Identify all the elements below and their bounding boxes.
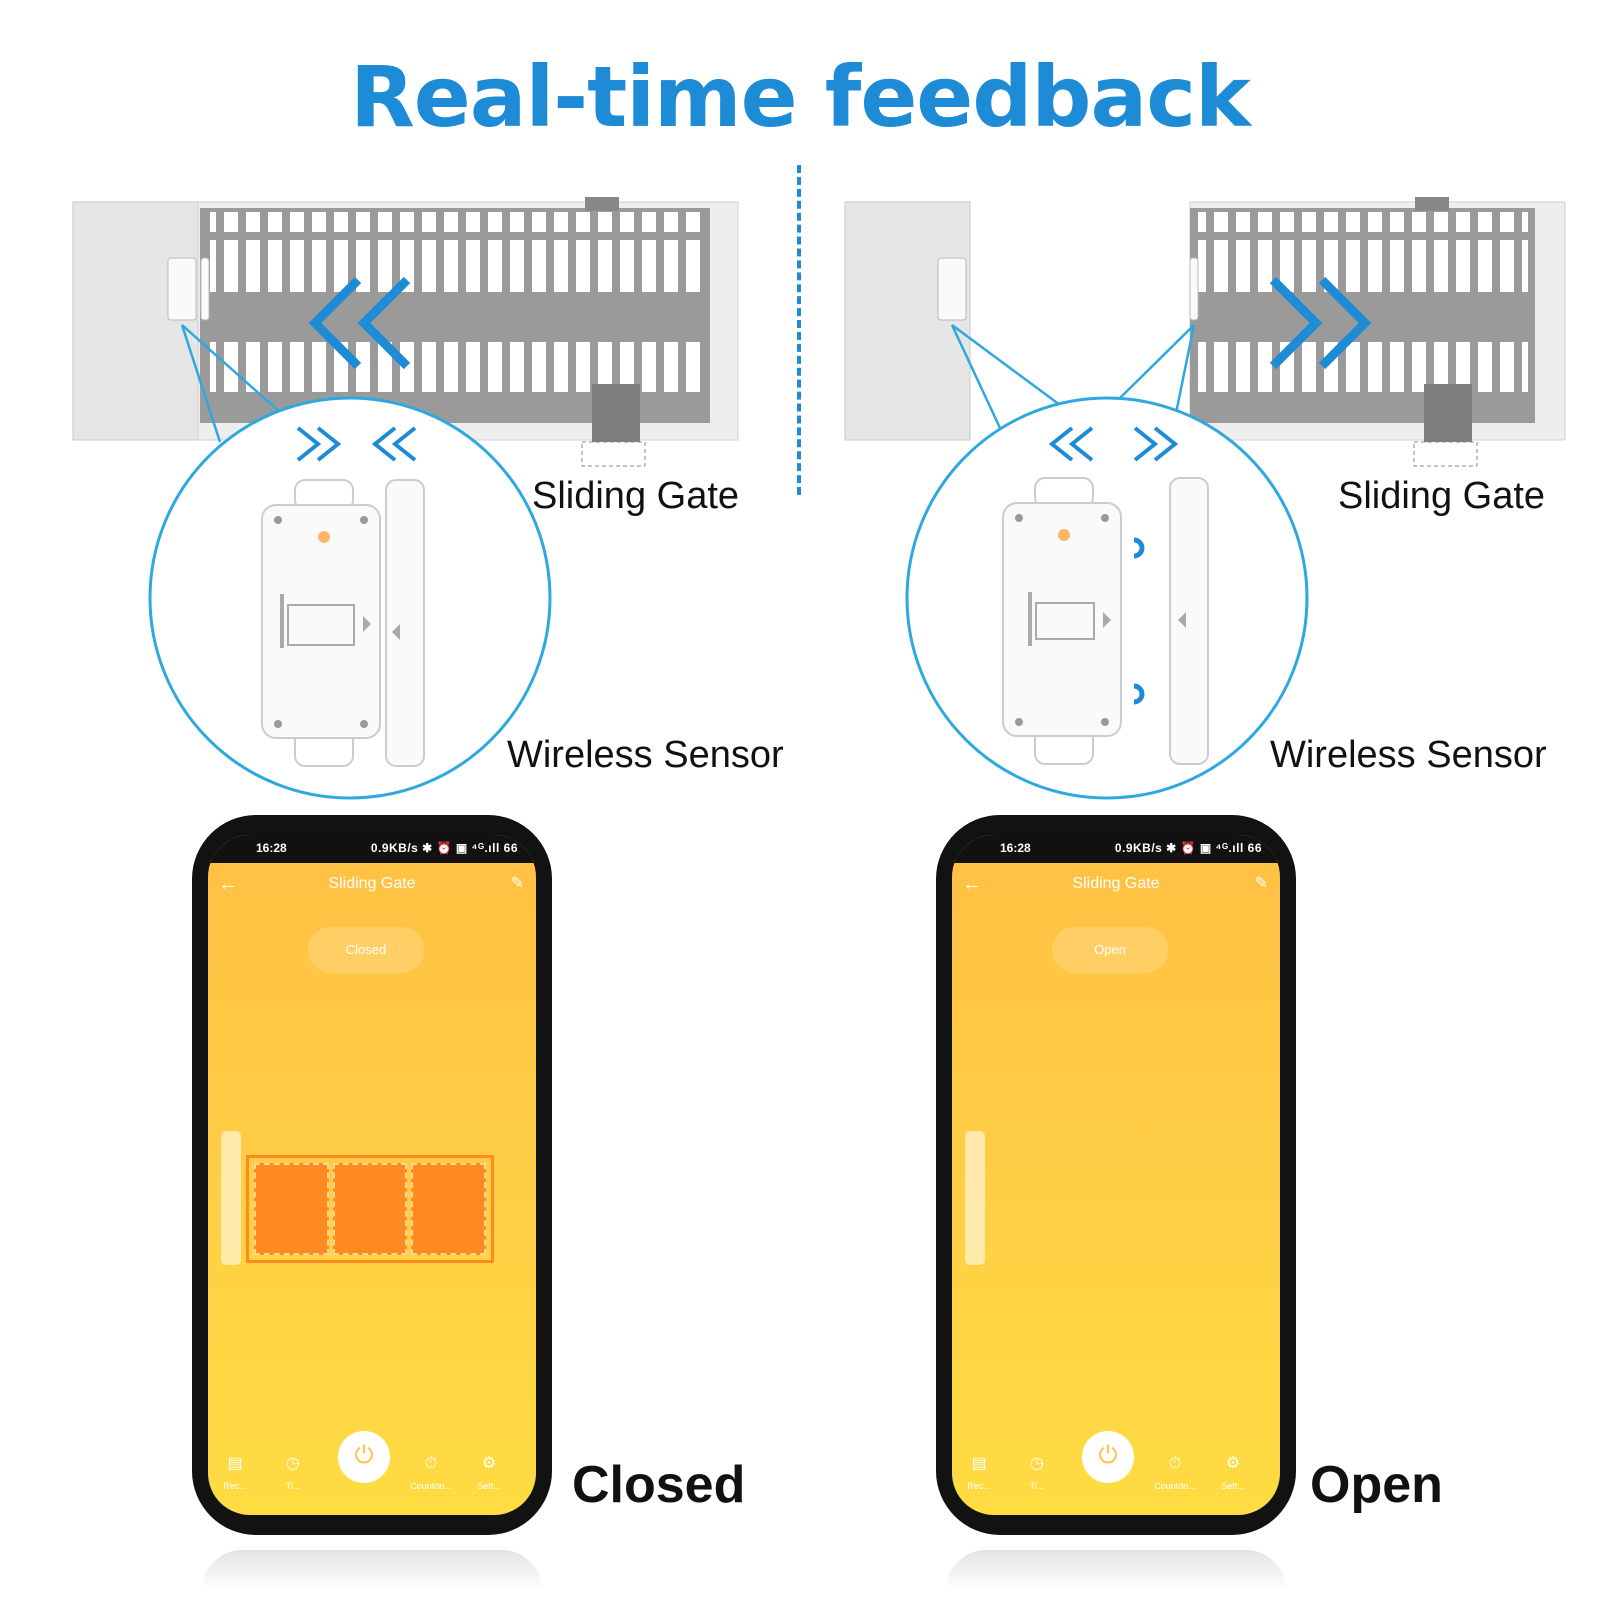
dock-record-label: Rec... — [223, 1481, 247, 1491]
gate-label-left: Sliding Gate — [532, 475, 740, 517]
clock: 16:28 — [256, 841, 287, 855]
state-label-closed: Closed — [572, 1456, 746, 1514]
clock-icon: ◷ — [286, 1455, 300, 1472]
stopwatch-icon: ⏱ — [1168, 1455, 1182, 1472]
dock-countdown[interactable]: ⏱ Countdo... — [1150, 1455, 1200, 1491]
gate-post — [965, 1131, 985, 1265]
clock: 16:28 — [1000, 841, 1031, 855]
back-arrow-icon[interactable]: ← — [962, 873, 982, 895]
phone-closed: 16:28 0.9KB/s ✱ ⏰ ▣ ⁴ᴳ.ıll 66 ← Sliding … — [192, 815, 552, 1535]
dock-countdown-label: Countdo... — [410, 1481, 452, 1491]
dock-countdown-label: Countdo... — [1154, 1481, 1196, 1491]
dock-settings[interactable]: ⚙ Sett... — [1208, 1453, 1258, 1491]
dock-timer[interactable]: ◷ Ti... — [1012, 1453, 1062, 1491]
dock-timer-label: Ti... — [1029, 1481, 1045, 1491]
record-icon: ▤ — [227, 1455, 243, 1472]
dock-record[interactable]: ▤ Rec... — [954, 1453, 1004, 1491]
app-screen: 16:28 0.9KB/s ✱ ⏰ ▣ ⁴ᴳ.ıll 66 ← Sliding … — [952, 835, 1280, 1515]
headline: Real-time feedback — [350, 48, 1251, 146]
phone-reflection — [946, 1550, 1286, 1590]
dock-timer-label: Ti... — [285, 1481, 301, 1491]
dock-settings[interactable]: ⚙ Sett... — [464, 1453, 514, 1491]
gate-panel — [411, 1163, 487, 1255]
dock-record-label: Rec... — [967, 1481, 991, 1491]
power-button[interactable]: ⏻ — [338, 1431, 390, 1483]
clock-icon: ◷ — [1030, 1455, 1044, 1472]
phone-reflection — [202, 1550, 542, 1590]
app-title: Sliding Gate — [1072, 875, 1160, 892]
sensor-label-right: Wireless Sensor — [1270, 734, 1547, 776]
app-title: Sliding Gate — [328, 875, 416, 892]
state-label-open: Open — [1310, 1456, 1443, 1514]
open-gate-scene — [844, 197, 1566, 800]
closed-gate-scene — [72, 197, 739, 800]
gear-icon: ⚙ — [1225, 1455, 1241, 1472]
record-icon: ▤ — [971, 1455, 987, 1472]
edit-pencil-icon[interactable]: ✎ — [510, 875, 524, 892]
power-button[interactable]: ⏻ — [1082, 1431, 1134, 1483]
gate-label-right: Sliding Gate — [1338, 475, 1546, 517]
dashed-divider — [797, 165, 801, 495]
gate-graphic-closed — [246, 1155, 494, 1263]
status-icons: 0.9KB/s ✱ ⏰ ▣ ⁴ᴳ.ıll 66 — [1114, 841, 1262, 855]
status-pill: Open — [1052, 927, 1168, 973]
sensor-label-left: Wireless Sensor — [507, 734, 784, 776]
status-pill: Closed — [308, 927, 424, 973]
status-bar: 16:28 0.9KB/s ✱ ⏰ ▣ ⁴ᴳ.ıll 66 — [952, 835, 1280, 863]
stopwatch-icon: ⏱ — [424, 1455, 438, 1472]
dock-settings-label: Sett... — [477, 1481, 501, 1491]
app-screen: 16:28 0.9KB/s ✱ ⏰ ▣ ⁴ᴳ.ıll 66 ← Sliding … — [208, 835, 536, 1515]
dock-timer[interactable]: ◷ Ti... — [268, 1453, 318, 1491]
gear-icon: ⚙ — [481, 1455, 497, 1472]
bottom-dock: ▤ Rec... ◷ Ti... ⏻ ⏱ Countdo... ⚙ Sett..… — [952, 1421, 1280, 1501]
gate-panel — [332, 1163, 408, 1255]
gate-post — [221, 1131, 241, 1265]
dock-countdown[interactable]: ⏱ Countdo... — [406, 1455, 456, 1491]
phone-open: 16:28 0.9KB/s ✱ ⏰ ▣ ⁴ᴳ.ıll 66 ← Sliding … — [936, 815, 1296, 1535]
back-arrow-icon[interactable]: ← — [218, 873, 238, 895]
bottom-dock: ▤ Rec... ◷ Ti... ⏻ ⏱ Countdo... ⚙ Sett..… — [208, 1421, 536, 1501]
edit-pencil-icon[interactable]: ✎ — [1254, 875, 1268, 892]
status-bar: 16:28 0.9KB/s ✱ ⏰ ▣ ⁴ᴳ.ıll 66 — [208, 835, 536, 863]
dock-record[interactable]: ▤ Rec... — [210, 1453, 260, 1491]
status-icons: 0.9KB/s ✱ ⏰ ▣ ⁴ᴳ.ıll 66 — [370, 841, 518, 855]
gate-panel — [254, 1163, 329, 1255]
gate-illustration — [72, 197, 1566, 800]
dock-settings-label: Sett... — [1221, 1481, 1245, 1491]
